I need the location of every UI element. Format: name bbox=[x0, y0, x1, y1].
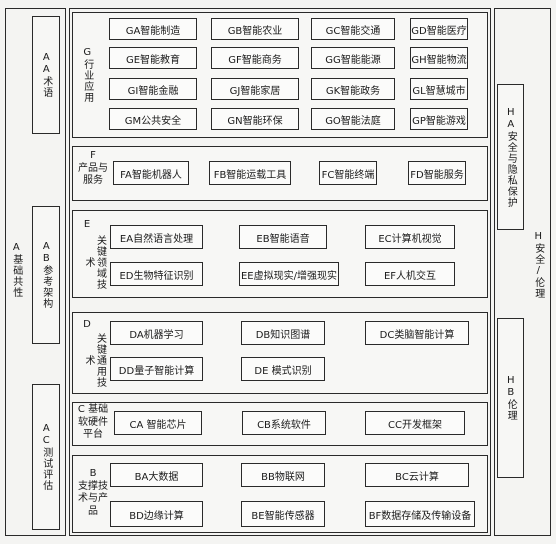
item-g-14: GO智能法庭 bbox=[311, 108, 395, 130]
item-d-0: DA机器学习 bbox=[110, 321, 203, 345]
hb-ethics-box bbox=[497, 318, 524, 478]
c-hw-sw-platform-label: C 基础 软硬件 平台 bbox=[73, 404, 113, 442]
c-label-line1: C 基础 bbox=[77, 404, 109, 415]
b-label-line4: 品 bbox=[88, 505, 98, 517]
aa-terminology-box bbox=[32, 16, 60, 134]
item-d-1: DB知识图谱 bbox=[241, 321, 325, 345]
f-label-line1: F bbox=[90, 150, 96, 161]
item-c-0: CA 智能芯片 bbox=[114, 411, 202, 435]
item-e-0: EA自然语言处理 bbox=[110, 225, 203, 249]
item-g-1: GB智能农业 bbox=[211, 18, 299, 40]
d-key-general-tech-label: 关键通用技术 bbox=[83, 332, 106, 388]
c-label-line3: 平台 bbox=[83, 429, 103, 440]
item-g-8: GI智能金融 bbox=[109, 78, 197, 100]
ha-security-privacy-label: HA安全与隐私保护 bbox=[505, 106, 517, 208]
b-label-line2: 支撑技 bbox=[78, 480, 108, 492]
h-security-ethics-label: H安全/伦理 bbox=[532, 231, 544, 299]
ab-reference-architecture-box bbox=[32, 206, 60, 344]
item-b-0: BA大数据 bbox=[110, 463, 203, 487]
item-g-6: GG智能能源 bbox=[311, 47, 395, 69]
item-e-2: EC计算机视觉 bbox=[365, 225, 455, 249]
item-e-4: EE虚拟现实/增强现实 bbox=[239, 262, 339, 286]
item-b-5: BF数据存储及传输设备 bbox=[365, 501, 475, 527]
item-g-11: GL智慧城市 bbox=[410, 78, 468, 100]
b-label-line3: 术与产 bbox=[78, 493, 108, 504]
item-b-1: BB物联网 bbox=[241, 463, 325, 487]
c-label-line2: 软硬件 bbox=[78, 416, 108, 428]
item-d-3: DD量子智能计算 bbox=[110, 357, 203, 381]
a-foundation-column bbox=[5, 8, 66, 536]
item-e-3: ED生物特征识别 bbox=[110, 262, 203, 286]
f-label-line2: 产品与 bbox=[78, 162, 108, 174]
item-g-3: GD智能医疗 bbox=[410, 18, 468, 40]
item-f-0: FA智能机器人 bbox=[113, 161, 189, 185]
b-support-tech-label: B 支撑技 术与产 品 bbox=[74, 468, 112, 518]
g-industry-applications-label: G行业应用 bbox=[81, 47, 93, 103]
item-d-2: DC类脑智能计算 bbox=[365, 321, 469, 345]
item-d-4: DE 模式识别 bbox=[241, 357, 325, 381]
h-security-ethics-column bbox=[494, 8, 551, 536]
item-g-2: GC智能交通 bbox=[311, 18, 395, 40]
item-c-2: CC开发框架 bbox=[365, 411, 465, 435]
item-f-2: FC智能终端 bbox=[319, 161, 377, 185]
item-g-12: GM公共安全 bbox=[109, 108, 197, 130]
ha-security-privacy-box bbox=[497, 84, 524, 230]
e-key-domain-tech-label: 关键领域技术 bbox=[83, 234, 106, 290]
d-label-letter: D bbox=[83, 318, 91, 330]
a-foundation-label: A基础共性 bbox=[10, 242, 22, 298]
hb-ethics-label: HB伦理 bbox=[505, 375, 517, 421]
item-b-2: BC云计算 bbox=[365, 463, 469, 487]
item-b-4: BE智能传感器 bbox=[241, 501, 325, 527]
item-e-5: EF人机交互 bbox=[365, 262, 455, 286]
item-g-5: GF智能商务 bbox=[211, 47, 299, 69]
item-f-3: FD智能服务 bbox=[408, 161, 466, 185]
item-g-0: GA智能制造 bbox=[109, 18, 197, 40]
item-g-13: GN智能环保 bbox=[211, 108, 299, 130]
f-products-services-label: F 产品与 服务 bbox=[74, 150, 112, 188]
item-g-10: GK智能政务 bbox=[311, 78, 395, 100]
middle-column bbox=[69, 8, 491, 536]
item-b-3: BD边缘计算 bbox=[110, 501, 203, 527]
aa-terminology-label: AA术语 bbox=[40, 52, 52, 98]
item-g-15: GP智能游戏 bbox=[410, 108, 468, 130]
e-label-letter: E bbox=[83, 218, 91, 230]
item-e-1: EB智能语音 bbox=[239, 225, 327, 249]
item-g-9: GJ智能家居 bbox=[211, 78, 299, 100]
item-c-1: CB系统软件 bbox=[242, 411, 326, 435]
item-g-4: GE智能教育 bbox=[109, 47, 197, 69]
f-label-line3: 服务 bbox=[83, 175, 103, 186]
ab-reference-architecture-label: AB参考架构 bbox=[40, 241, 52, 309]
ac-testing-evaluation-box bbox=[32, 384, 60, 530]
ac-testing-evaluation-label: AC测试评估 bbox=[40, 423, 52, 491]
item-f-1: FB智能运载工具 bbox=[209, 161, 291, 185]
item-g-7: GH智能物流 bbox=[410, 47, 468, 69]
b-label-line1: B bbox=[89, 468, 97, 479]
